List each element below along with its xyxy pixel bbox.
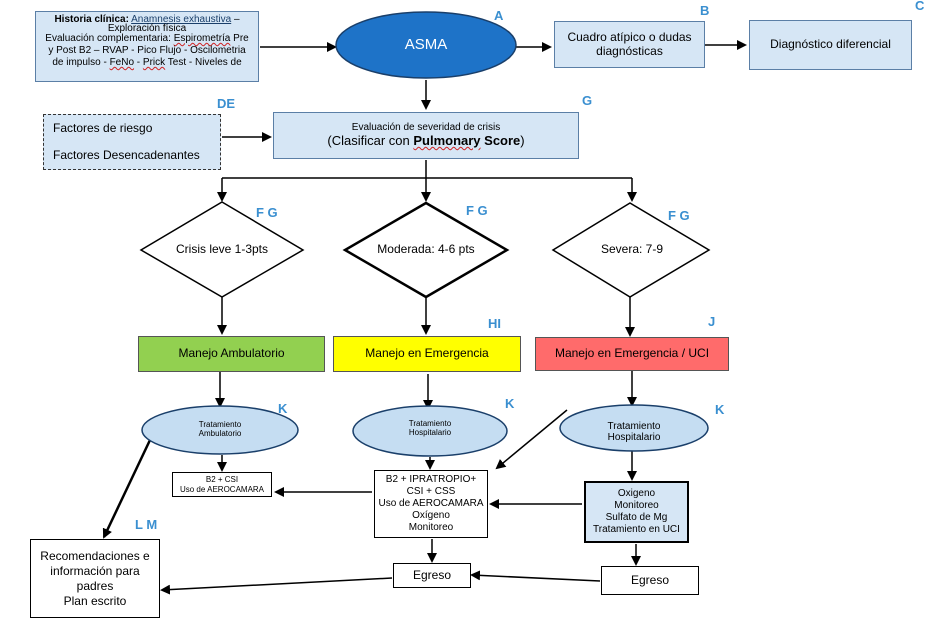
egreso-1-text: Egreso [412,567,452,582]
tag-a: A [494,8,504,23]
b2-csi-l2: Uso de AEROCAMARA [179,484,265,494]
factores-box: Factores de riesgo Factores Desencadenan… [43,114,221,170]
tag-hi: HI [488,316,501,331]
crisis-leve-text: Crisis leve 1-3pts [175,242,269,257]
recomendaciones-box: Recomendaciones e información para padre… [30,539,160,618]
historia-line1: Historia clínica: Anamnesis exhaustiva – [54,14,239,26]
egreso-2-text: Egreso [630,572,670,587]
tag-b: B [700,3,710,18]
ipratropio-box: B2 + IPRATROPIO+ CSI + CSS Uso de AEROCA… [374,470,488,538]
tratt-hosp2-l1: Tratamiento [607,420,661,432]
ipra-l3: Uso de AEROCAMARA [378,498,484,509]
tag-j: J [708,314,716,329]
tratt-hosp2-ellipse [559,404,709,452]
tag-c: C [915,0,925,13]
tag-lm: L M [135,517,158,532]
tag-fg-1: F G [256,205,278,220]
evaluacion-box: Evaluación de severidad de crisis (Clasi… [273,112,579,159]
diagnostico-diferencial-text: Diagnóstico diferencial [770,37,891,52]
historia-line3-a: Evaluación complementaria: [45,33,174,44]
manejo-emergencia-text: Manejo en Emergencia [365,346,489,361]
factores-riesgo: Factores de riesgo [53,120,153,135]
evaluacion-line2: (Clasificar con Pulmonary Score) [327,132,525,149]
severa-text: Severa: 7-9 [600,242,664,257]
cuadro-atipico-box: Cuadro atípico o dudas diagnósticas [554,21,705,68]
diamond-moderada [342,201,510,299]
recom-l3: padres [76,578,114,593]
historia-line5-a: de impulso - [52,57,110,68]
manejo-ambulatorio-text: Manejo Ambulatorio [178,346,285,361]
arrow-diag-to-ipra [495,409,568,470]
historia-line5: de impulso - FeNo - Prick Test - Niveles… [52,57,241,69]
historia-underlined: Anamnesis exhaustiva [131,14,232,25]
arrow-egreso2-egreso1 [470,570,601,582]
evaluacion-line2-a: (Clasificar con [327,132,414,148]
historia-line5-sq1: FeNo [109,57,135,68]
egreso-box-1: Egreso [393,563,471,588]
oxi-l3: Sulfato de Mg [605,512,668,523]
manejo-emergencia-box: Manejo en Emergencia [333,336,521,372]
tratt-amb-ellipse [141,405,299,455]
tratt-amb-l1: Tratamiento [198,419,242,429]
historia-clinica-box: Historia clínica: Anamnesis exhaustiva –… [35,11,259,82]
tag-g: G [582,93,593,108]
moderada-text: Moderada: 4-6 pts [377,242,475,257]
ipra-l5: Monitoreo [408,522,454,533]
arrow-egreso1-recom [160,577,393,595]
tratt-hosp2-text: Tratamiento Hospitalario [584,417,684,447]
ipra-l4: Oxígeno [412,510,450,521]
historia-line5-c: Test - Niveles de [165,57,242,68]
historia-line4: y Post B2 – RVAP - Pico Flujo - Oscilome… [48,45,246,56]
historia-line3: Evaluación complementaria: Espirometría … [45,33,248,45]
cuadro-atipico-text: Cuadro atípico o dudas diagnósticas [567,29,692,58]
manejo-ambulatorio-box: Manejo Ambulatorio [138,336,325,372]
historia-line5-b: - [134,57,143,68]
tag-fg-3: F G [668,208,690,223]
asma-ellipse [335,11,517,79]
recom-l1: Recomendaciones e [40,548,150,563]
evaluacion-pulmonary: Pulmonary [413,132,481,148]
evaluacion-line2-b: ) [520,132,525,148]
ipra-l1: B2 + IPRATROPIO+ [385,474,477,485]
recom-l2: información para [50,563,140,578]
tag-k-2: K [505,396,515,411]
oxigeno-box: Oxigeno Monitoreo Sulfato de Mg Tratamie… [584,481,689,543]
recom-l4: Plan escrito [63,593,127,608]
evaluacion-score: Score [480,132,521,148]
tratt-hosp1-ellipse [352,405,508,457]
diamond-severa [551,202,711,298]
tag-k-3: K [715,402,725,417]
historia-line3-b: Pre [230,33,249,44]
historia-bold-label: Historia clínica: [54,14,129,25]
manejo-uci-box: Manejo en Emergencia / UCI [535,337,729,371]
tag-k-1: K [278,401,288,416]
historia-line5-sq2: Prick [142,57,166,68]
evaluacion-line1: Evaluación de severidad de crisis [351,122,501,134]
oxi-l1: Oxigeno [617,488,656,499]
factores-desencadenantes: Factores Desencadenantes [53,147,200,162]
tratt-hosp1-l2: Hospitalario [408,428,452,437]
tag-fg-2: F G [466,203,488,218]
tratt-hosp2-l2: Hospitalario [607,432,661,443]
tratt-amb-text: Tratamiento Ambulatorio [172,414,268,444]
manejo-uci-text: Manejo en Emergencia / UCI [554,346,710,361]
historia-l1-rest: – [231,14,240,25]
tag-de: DE [217,96,236,111]
b2-csi-box: B2 + CSI Uso de AEROCAMARA [172,472,272,497]
oxi-l4: Tratamiento en UCI [593,524,680,535]
tratt-hosp1-l1: Tratamiento [408,418,452,428]
oxi-l2: Monitoreo [614,500,659,511]
b2-csi-l1: B2 + CSI [205,475,239,485]
ipra-l2: CSI + CSS [406,486,456,497]
diagnostico-diferencial-box: Diagnóstico diferencial [749,20,912,70]
tratt-amb-l2: Ambulatorio [198,429,242,438]
historia-line2: Exploración física [107,23,187,34]
asma-label: ASMA [404,36,448,54]
diamond-leve [139,201,305,298]
arrow-trattamb-recom [102,439,152,539]
historia-line3-sq: Espirometría [173,33,231,44]
egreso-box-2: Egreso [601,566,699,595]
tratt-hosp1-text: Tratamiento Hospitalario [380,413,480,443]
